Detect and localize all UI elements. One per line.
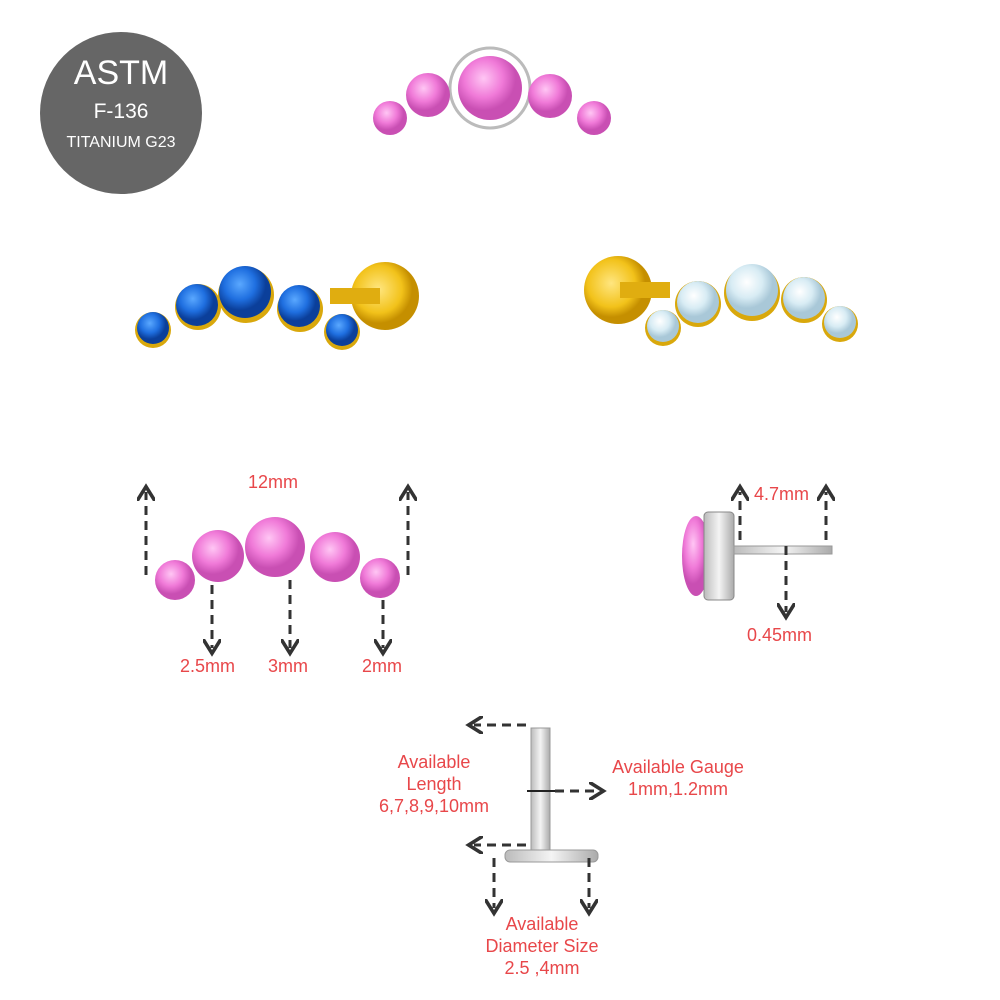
gauge-spec-line-1: Available Gauge (612, 757, 744, 777)
gauge-spec: Available Gauge 1mm,1.2mm (596, 756, 760, 800)
total-length-label: 12mm (248, 472, 299, 492)
badge-line-3: TITANIUM G23 (66, 134, 176, 151)
diameter-spec-line-3: 2.5 ,4mm (504, 958, 580, 978)
flat-back-post (474, 725, 598, 908)
side-view (682, 492, 832, 612)
height-label: 4.7mm (754, 484, 810, 504)
gauge-spec-line-2: 1mm,1.2mm (627, 779, 728, 799)
badge-line-2: F-136 (93, 100, 149, 123)
stone-center-label: 3mm (268, 656, 308, 676)
stone-end-label: 2mm (362, 656, 402, 676)
pink-opal-dimension-view (146, 492, 408, 648)
length-spec-line-1: Available (397, 752, 471, 772)
length-spec: Available Length 6,7,8,9,10mm (364, 751, 504, 817)
badge-line-1: ASTM (73, 54, 169, 92)
diameter-spec: Available Diameter Size 2.5 ,4mm (470, 913, 614, 979)
blue-opal-gold-view (135, 262, 419, 350)
pink-opal-top-view (373, 46, 611, 135)
material-badge: ASTM F-136 TITANIUM G23 (40, 32, 202, 194)
length-spec-line-2: Length (406, 774, 462, 794)
length-spec-line-3: 6,7,8,9,10mm (378, 796, 490, 816)
diameter-spec-line-2: Diameter Size (485, 936, 599, 956)
diameter-spec-line-1: Available (505, 914, 579, 934)
white-opal-gold-view (584, 256, 858, 346)
stone-small-label: 2.5mm (180, 656, 236, 676)
pin-thickness-label: 0.45mm (747, 625, 813, 645)
